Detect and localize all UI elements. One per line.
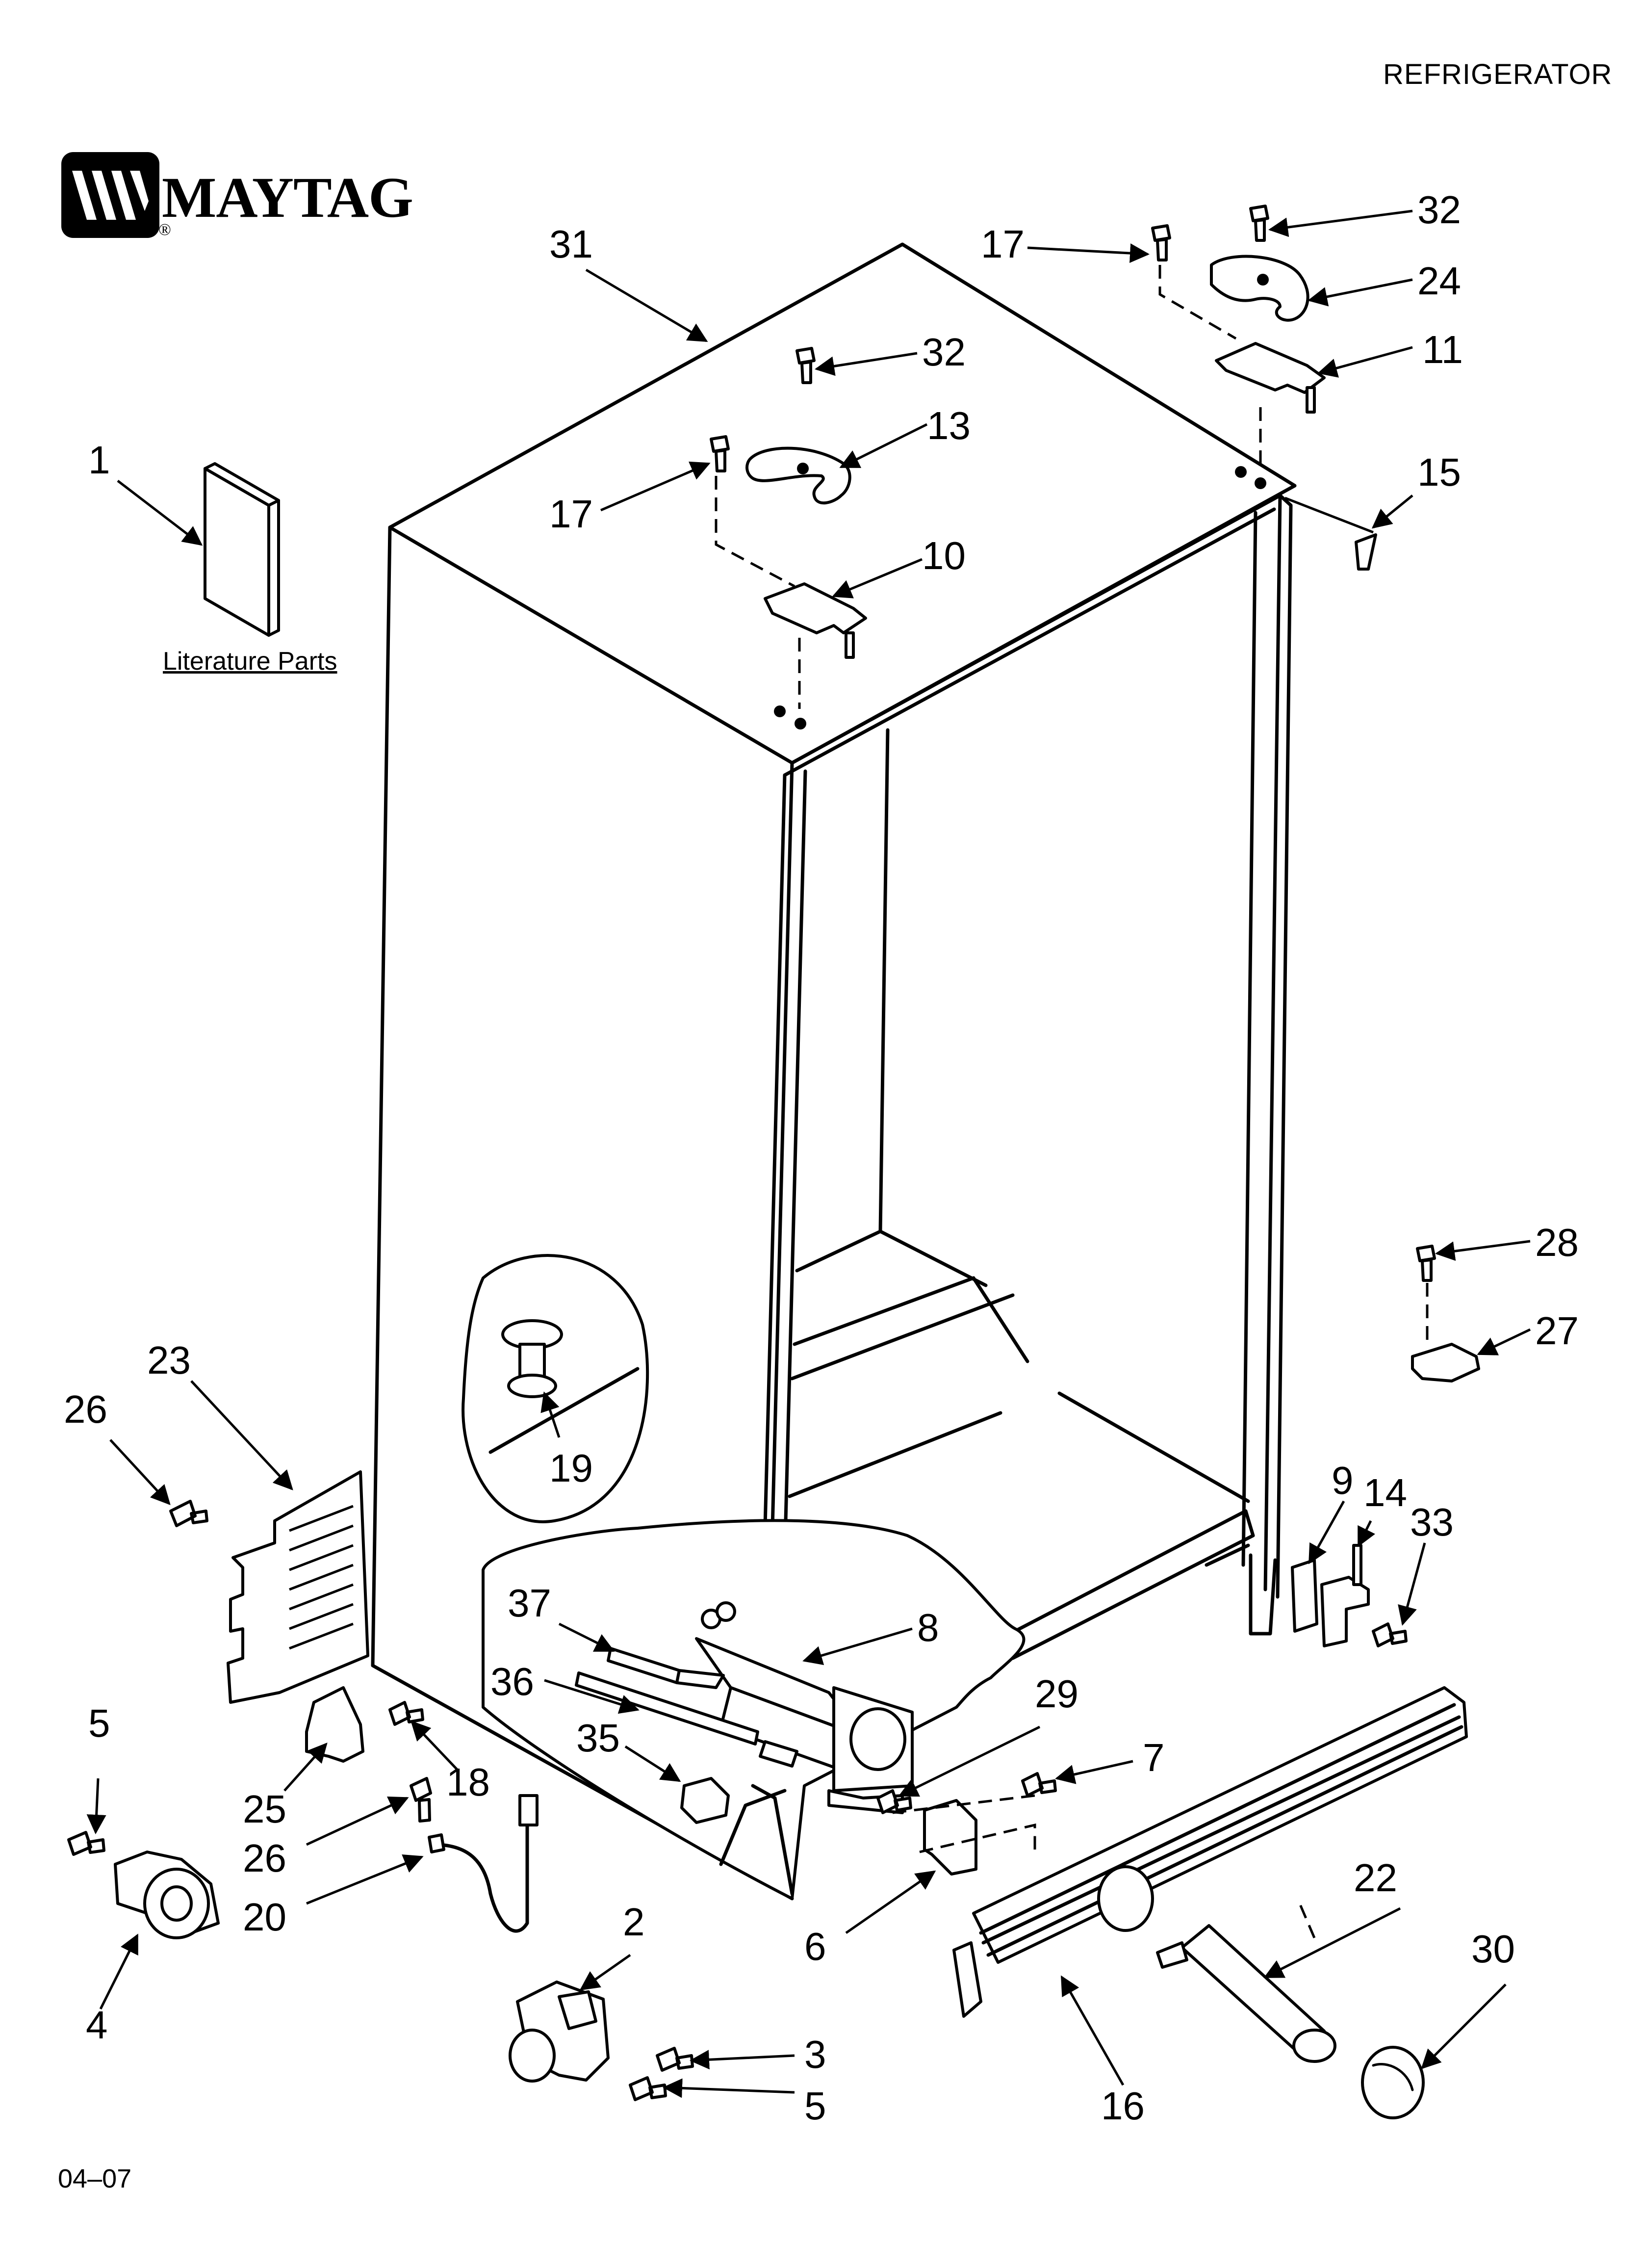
callout-35: 35 xyxy=(576,1716,620,1760)
cabinet-shell xyxy=(371,242,1297,1901)
clip-15 xyxy=(1355,533,1377,571)
callout-28: 28 xyxy=(1535,1221,1579,1264)
screws xyxy=(67,205,1436,2101)
top-hinge-right xyxy=(1215,342,1326,414)
callout-24: 24 xyxy=(1417,259,1461,303)
callout-17b: 17 xyxy=(549,492,593,536)
bracket-27 xyxy=(1411,1343,1480,1382)
filter-cap xyxy=(1361,2046,1425,2119)
callout-14: 14 xyxy=(1363,1471,1407,1514)
callout-5a: 5 xyxy=(88,1701,110,1745)
callout-19: 19 xyxy=(549,1446,593,1490)
toe-grille xyxy=(952,1686,1468,2018)
callout-6: 6 xyxy=(804,1925,826,1968)
maytag-logo: MAYTAG ® xyxy=(61,152,413,245)
callout-25: 25 xyxy=(243,1787,286,1831)
callout-33: 33 xyxy=(1410,1500,1454,1544)
section-title: REFRIGERATOR xyxy=(1383,58,1613,90)
callout-17a: 17 xyxy=(981,222,1025,266)
callout-1: 1 xyxy=(88,438,110,482)
callout-23: 23 xyxy=(147,1338,191,1382)
callout-26b: 26 xyxy=(243,1836,286,1880)
callout-27: 27 xyxy=(1535,1309,1579,1353)
literature-parts-label: Literature Parts xyxy=(163,647,337,676)
callout-36: 36 xyxy=(490,1660,534,1703)
callout-7: 7 xyxy=(1143,1736,1165,1779)
callout-29: 29 xyxy=(1035,1672,1078,1716)
callout-10: 10 xyxy=(922,534,966,577)
callout-4: 4 xyxy=(86,2003,108,2047)
callout-18: 18 xyxy=(446,1760,490,1804)
callout-31: 31 xyxy=(549,222,593,266)
date-code: 04–07 xyxy=(58,2164,132,2193)
callout-37: 37 xyxy=(508,1581,551,1625)
leader-lines xyxy=(86,209,1531,2098)
callout-5b: 5 xyxy=(804,2084,826,2128)
callout-13: 13 xyxy=(927,404,971,447)
callout-15: 15 xyxy=(1417,450,1461,494)
dispenser-cutaway xyxy=(462,1254,649,1523)
alignment-lines xyxy=(715,265,1429,1938)
callout-11: 11 xyxy=(1422,328,1463,371)
callout-9: 9 xyxy=(1332,1459,1354,1502)
front-roller-assembly xyxy=(114,1851,220,1939)
callout-8: 8 xyxy=(917,1606,939,1649)
rear-roller-assembly xyxy=(509,1981,610,2083)
callout-30: 30 xyxy=(1471,1927,1515,1971)
callout-20: 20 xyxy=(243,1895,286,1939)
top-hinge-cover-right xyxy=(1210,255,1309,322)
block-35 xyxy=(680,1777,730,1824)
top-hinge-left xyxy=(764,582,867,659)
rod-36 xyxy=(575,1671,798,1768)
water-filter-housing xyxy=(695,1601,914,1814)
rear-grille xyxy=(227,1470,369,1704)
literature-booklet xyxy=(204,462,280,637)
registered-mark: ® xyxy=(158,221,171,239)
water-filter-cartridge xyxy=(1156,1924,1336,2063)
bracket-14 xyxy=(1320,1544,1370,1647)
water-line xyxy=(428,1794,539,1933)
bracket-9 xyxy=(1291,1559,1318,1633)
callout-26a: 26 xyxy=(64,1387,107,1431)
top-hinge-cover-left xyxy=(745,446,851,505)
maytag-badge-icon xyxy=(61,152,159,238)
bracket-25 xyxy=(305,1686,364,1763)
brand-name: MAYTAG xyxy=(162,165,413,230)
callout-32b: 32 xyxy=(922,330,966,374)
bracket-6 xyxy=(923,1799,977,1876)
tube-37 xyxy=(607,1647,725,1689)
callout-labels: 31 17 32 24 11 32 13 1 17 15 10 28 27 23… xyxy=(64,188,1579,2128)
callout-3: 3 xyxy=(804,2033,826,2076)
callout-2: 2 xyxy=(623,1900,645,1944)
callout-22: 22 xyxy=(1354,1856,1397,1900)
callout-16: 16 xyxy=(1101,2084,1145,2128)
callout-32a: 32 xyxy=(1417,188,1461,232)
